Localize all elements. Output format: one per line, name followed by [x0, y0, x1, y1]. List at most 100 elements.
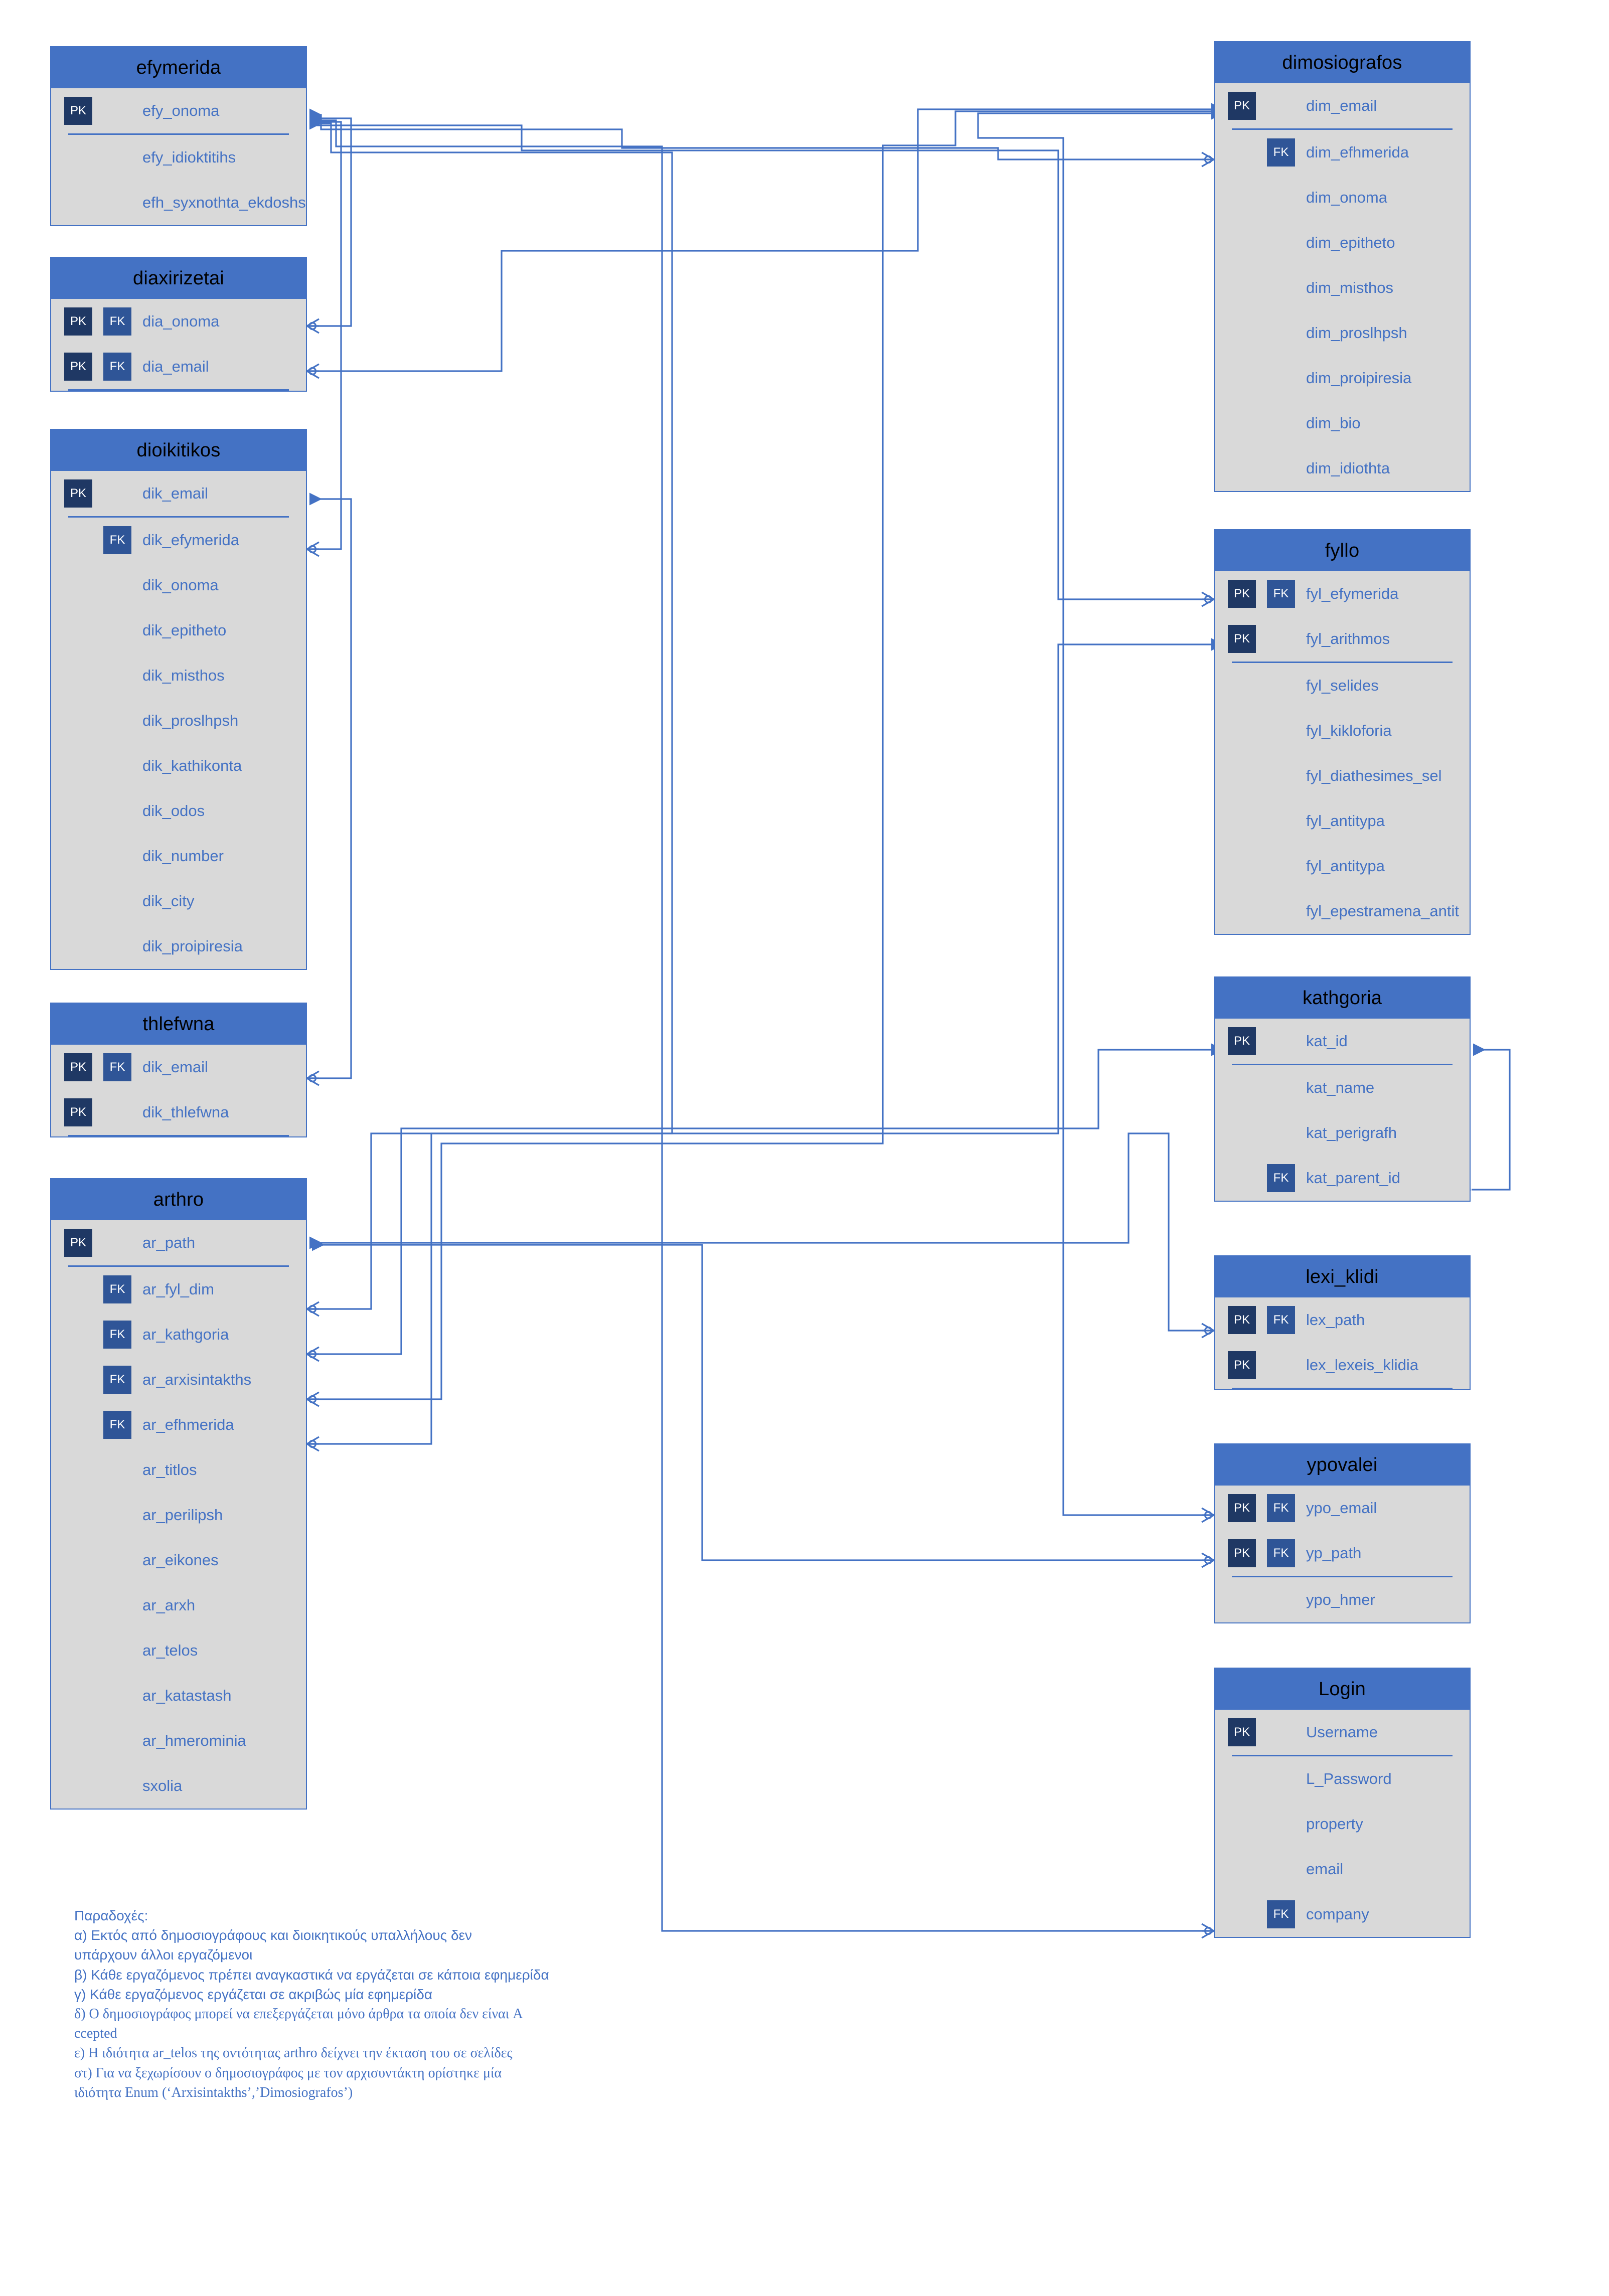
- attribute-name: dia_email: [142, 358, 209, 375]
- attribute-name: dik_proslhpsh: [142, 712, 239, 729]
- attribute-row[interactable]: dim_epitheto: [1215, 220, 1470, 265]
- attribute-row[interactable]: dik_proipiresia: [51, 924, 306, 969]
- foreign-key-badge: FK: [103, 307, 131, 336]
- attribute-row[interactable]: ar_titlos: [51, 1447, 306, 1493]
- primary-key-slot-empty: [1228, 319, 1256, 347]
- attribute-name: kat_name: [1306, 1079, 1375, 1096]
- attribute-row[interactable]: dim_bio: [1215, 401, 1470, 446]
- attribute-row[interactable]: ar_eikones: [51, 1538, 306, 1583]
- primary-key-slot-empty: [1228, 1855, 1256, 1883]
- primary-key-slot-empty: [1228, 807, 1256, 835]
- attribute-row[interactable]: sxolia: [51, 1763, 306, 1809]
- attribute-row[interactable]: FK dim_efhmerida: [1215, 130, 1470, 175]
- attribute-row[interactable]: dik_epitheto: [51, 608, 306, 653]
- key-divider: [1232, 128, 1453, 130]
- key-divider: [1232, 1064, 1453, 1065]
- attribute-row[interactable]: property: [1215, 1801, 1470, 1847]
- attribute-row[interactable]: ar_perilipsh: [51, 1493, 306, 1538]
- attribute-row[interactable]: ar_telos: [51, 1628, 306, 1673]
- foreign-key-slot-empty: [103, 1772, 131, 1800]
- attribute-row[interactable]: dim_misthos: [1215, 265, 1470, 310]
- primary-key-slot-empty: [1228, 852, 1256, 880]
- attribute-name: ar_perilipsh: [142, 1506, 223, 1524]
- primary-key-slot-empty: [1228, 1900, 1256, 1928]
- attribute-row[interactable]: ar_katastash: [51, 1673, 306, 1718]
- attribute-row[interactable]: fyl_kikloforia: [1215, 708, 1470, 753]
- attribute-row[interactable]: dik_proslhpsh: [51, 698, 306, 743]
- attribute-row[interactable]: kat_perigrafh: [1215, 1110, 1470, 1156]
- attribute-row[interactable]: ar_hmerominia: [51, 1718, 306, 1763]
- attribute-row[interactable]: dik_odos: [51, 788, 306, 834]
- foreign-key-slot-empty: [103, 571, 131, 599]
- primary-key-slot-empty: [64, 1682, 92, 1710]
- attribute-row[interactable]: fyl_antitypa: [1215, 844, 1470, 889]
- attribute-row[interactable]: dim_proipiresia: [1215, 356, 1470, 401]
- attribute-row[interactable]: efh_syxnothta_ekdoshs: [51, 180, 306, 225]
- attribute-row[interactable]: fyl_selides: [1215, 663, 1470, 708]
- attribute-row[interactable]: kat_name: [1215, 1065, 1470, 1110]
- attribute-row[interactable]: L_Password: [1215, 1756, 1470, 1801]
- foreign-key-slot-empty: [103, 932, 131, 960]
- attribute-row[interactable]: dik_onoma: [51, 563, 306, 608]
- foreign-key-slot-empty: [1267, 274, 1295, 302]
- attribute-row[interactable]: email: [1215, 1847, 1470, 1892]
- attribute-row[interactable]: dik_misthos: [51, 653, 306, 698]
- attribute-row[interactable]: dik_number: [51, 834, 306, 879]
- attribute-name: dim_misthos: [1306, 279, 1393, 296]
- primary-key-slot-empty: [64, 1546, 92, 1574]
- foreign-key-badge: FK: [1267, 138, 1295, 167]
- attribute-row[interactable]: fyl_epestramena_antit: [1215, 889, 1470, 934]
- attribute-row[interactable]: fyl_antitypa: [1215, 798, 1470, 844]
- attribute-row[interactable]: dim_idiothta: [1215, 446, 1470, 491]
- foreign-key-slot-empty: [103, 842, 131, 870]
- attribute-row[interactable]: efy_idioktitihs: [51, 135, 306, 180]
- attribute-name: company: [1306, 1905, 1369, 1923]
- attribute-row[interactable]: fyl_diathesimes_sel: [1215, 753, 1470, 798]
- attribute-row[interactable]: ar_arxh: [51, 1583, 306, 1628]
- attribute-row[interactable]: dim_proslhpsh: [1215, 310, 1470, 356]
- attribute-row[interactable]: dik_kathikonta: [51, 743, 306, 788]
- attribute-row[interactable]: dim_onoma: [1215, 175, 1470, 220]
- attribute-row[interactable]: ypo_hmer: [1215, 1577, 1470, 1622]
- attribute-row[interactable]: dik_city: [51, 879, 306, 924]
- attribute-name: dim_efhmerida: [1306, 143, 1409, 161]
- entity-title-login: Login: [1215, 1669, 1470, 1710]
